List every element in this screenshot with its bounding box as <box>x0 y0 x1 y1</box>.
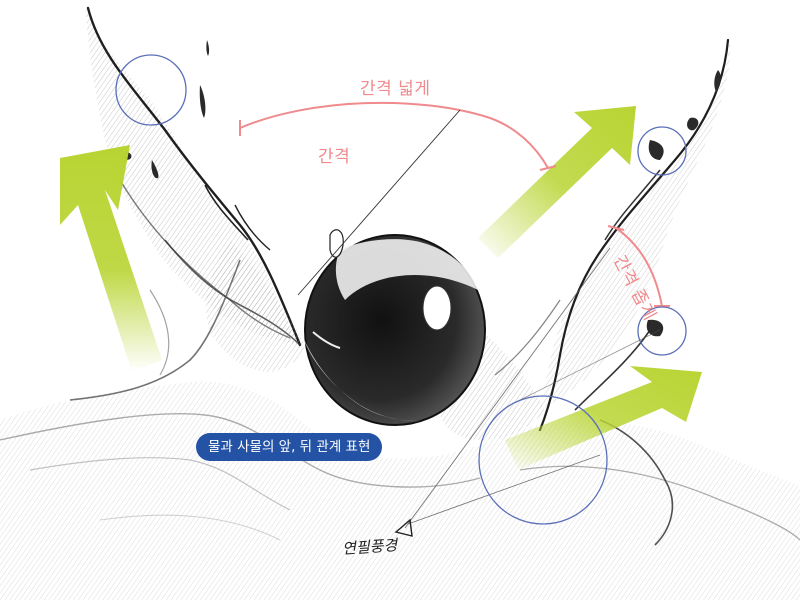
highlight-circles <box>115 54 687 525</box>
gap-narrow-arc <box>615 227 663 307</box>
arrow-icon <box>505 366 702 470</box>
gap-annotations <box>239 101 670 307</box>
caption-badge: 물과 사물의 앞, 뒤 관계 표현 <box>196 433 383 461</box>
circle-icon <box>637 306 687 356</box>
artist-signature: 연필풍경 <box>341 536 398 558</box>
arrow-left <box>60 145 162 372</box>
arrow-upper-right <box>478 106 636 258</box>
arrow-lower-right <box>505 366 702 470</box>
gap-wide-arc <box>239 101 549 169</box>
black-ball <box>300 229 486 426</box>
gap-wide-label: 간격 넓게 <box>360 79 431 99</box>
gap-wide-tick-right <box>539 165 557 171</box>
circle-icon <box>637 126 687 176</box>
gap-narrow-tick-top <box>607 225 625 231</box>
gap-label: 간격 <box>318 147 351 167</box>
arrow-icon <box>478 106 636 258</box>
circle-icon <box>115 54 187 126</box>
circle-icon <box>478 395 608 525</box>
guide-lines <box>297 109 661 537</box>
triangle-pointer-icon <box>394 518 413 537</box>
arrow-icon <box>60 145 162 372</box>
